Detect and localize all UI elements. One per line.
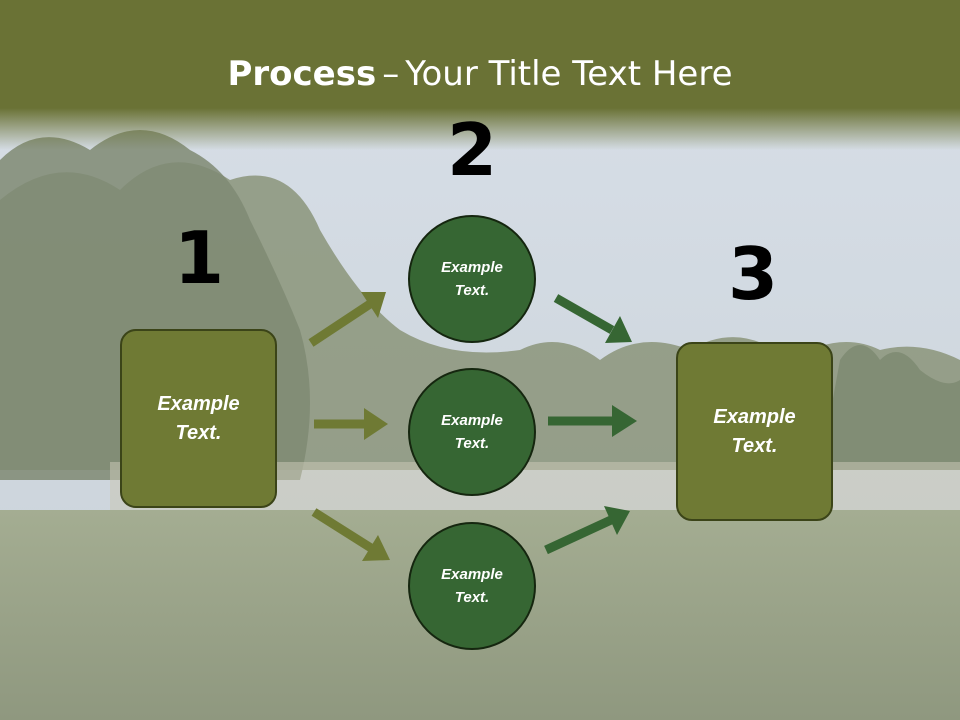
title-bold: Process <box>227 54 377 94</box>
step-number-1: 1 <box>173 216 225 300</box>
step-2-circle-middle: Example Text. <box>408 368 536 496</box>
page-title: Process–Your Title Text Here <box>0 52 960 96</box>
title-separator: – <box>382 54 400 94</box>
step-number-3: 3 <box>727 232 779 316</box>
arrow-bottom-to-3 <box>544 506 630 555</box>
step-number-2: 2 <box>446 108 498 192</box>
step-3-text: Example Text. <box>713 405 796 457</box>
step-1-text: Example Text. <box>157 392 240 444</box>
circle-middle-text: Example Text. <box>441 412 503 452</box>
step-2-circle-bottom: Example Text. <box>408 522 536 650</box>
arrow-1-to-middle <box>314 408 388 440</box>
step-3-box: Example Text. <box>676 342 833 521</box>
step-1-box: Example Text. <box>120 329 277 508</box>
arrow-middle-to-3 <box>548 405 637 437</box>
arrow-1-to-top <box>308 292 386 347</box>
title-rest: Your Title Text Here <box>405 54 733 94</box>
arrow-1-to-bottom <box>311 508 390 561</box>
step-2-circle-top: Example Text. <box>408 215 536 343</box>
circle-top-text: Example Text. <box>441 259 503 299</box>
arrow-top-to-3 <box>553 294 632 343</box>
circle-bottom-text: Example Text. <box>441 566 503 606</box>
